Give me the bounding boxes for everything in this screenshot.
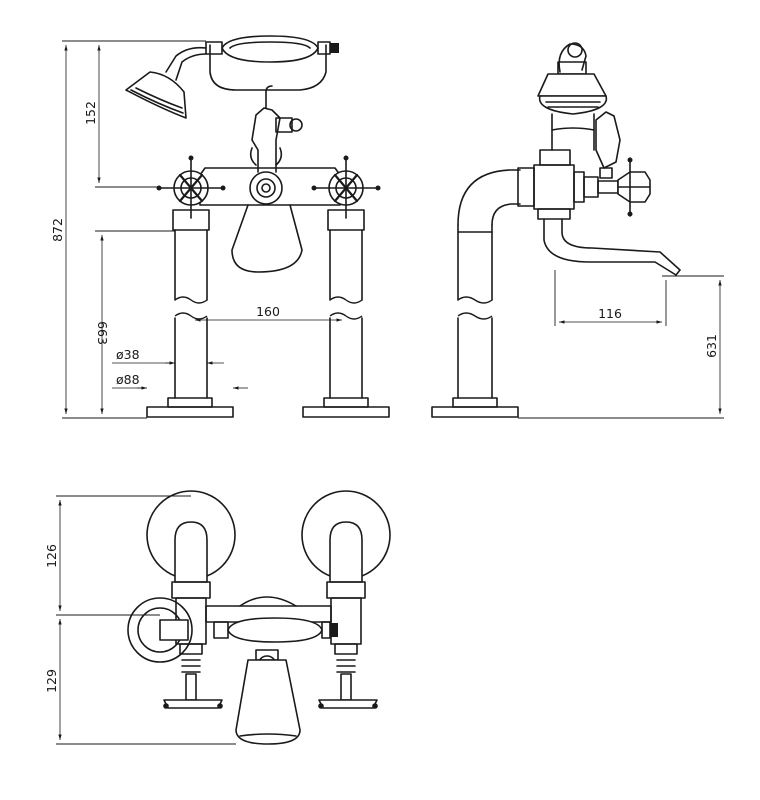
dim-rear-depth: 126 bbox=[44, 544, 59, 568]
top-dimensions: 126 129 bbox=[44, 495, 236, 745]
front-handset bbox=[125, 35, 339, 119]
dim-handset-height: 152 bbox=[83, 101, 98, 125]
dim-base-diameter: ø88 bbox=[116, 372, 140, 387]
dim-pillar-height: 663 bbox=[95, 321, 110, 345]
front-dimensions: 872 152 663 160 ø38 ø88 bbox=[50, 40, 342, 419]
side-dimensions: 116 631 bbox=[518, 270, 724, 419]
dim-total-height: 872 bbox=[50, 218, 65, 242]
dim-spout-height: 631 bbox=[704, 334, 719, 358]
dim-spout-reach: 116 bbox=[598, 306, 622, 321]
front-right-cross-handle bbox=[311, 155, 381, 219]
front-right-base bbox=[302, 397, 390, 418]
front-left-pillar bbox=[174, 229, 208, 399]
side-view: 116 631 bbox=[431, 42, 724, 419]
front-left-base bbox=[146, 397, 234, 418]
dim-front-depth: 129 bbox=[44, 669, 59, 693]
dim-pipe-diameter: ø38 bbox=[116, 347, 140, 362]
top-view: 126 129 bbox=[44, 490, 391, 745]
top-handset bbox=[127, 597, 338, 663]
front-right-pillar bbox=[329, 229, 363, 399]
front-left-cross-handle bbox=[156, 155, 226, 219]
dim-pillar-spacing: 160 bbox=[256, 304, 280, 319]
side-handset bbox=[537, 42, 608, 151]
front-view: 872 152 663 160 ø38 ø88 bbox=[50, 35, 390, 419]
